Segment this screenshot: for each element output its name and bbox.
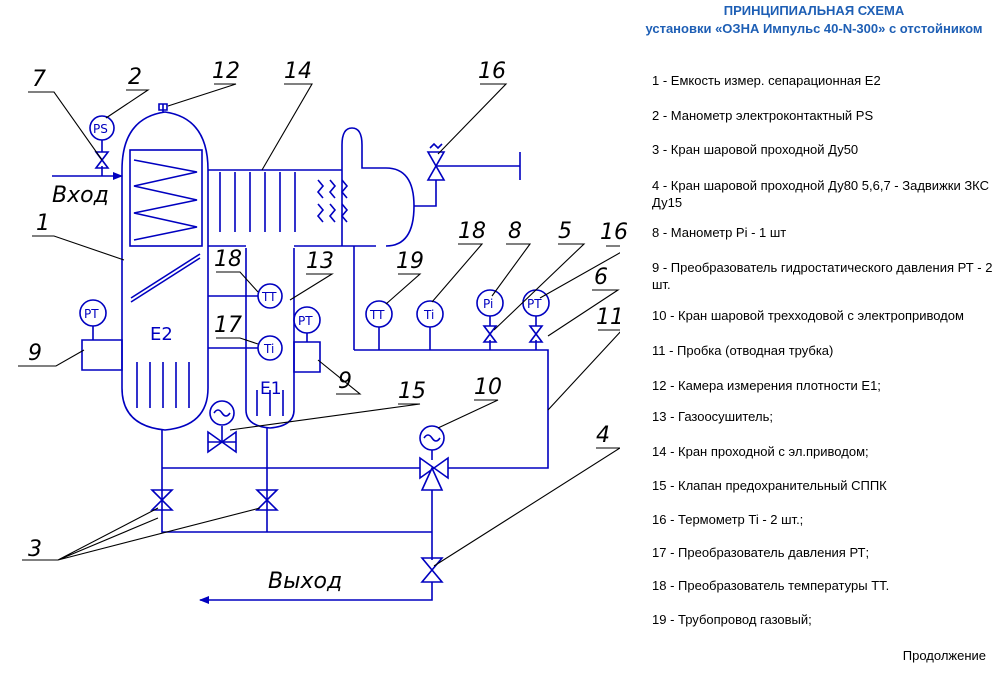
callout-numbers: 7 2 12 14 16 1 18 17 13 9 9 15 10 19 18 … xyxy=(28,59,620,562)
callout-16-upper: 17 xyxy=(214,313,242,338)
legend-item: 4 - Кран шаровой проходной Ду80 5,6,7 - … xyxy=(652,178,989,210)
callout-12: 13 xyxy=(306,249,334,274)
callout-2: 2 xyxy=(128,65,142,90)
callout-11: 12 xyxy=(212,59,240,84)
callout-10: 10 xyxy=(474,375,502,400)
callout-19: 11 xyxy=(596,305,620,330)
legend-item: 19 - Трубопровод газовый; xyxy=(652,612,812,627)
page-title: ПРИНЦИПИАЛЬНАЯ СХЕМА xyxy=(723,3,905,18)
legend-item: 13 - Газоосушитель; xyxy=(652,409,773,424)
callout-13: 14 xyxy=(284,59,312,84)
instruments-vessel: PT TT Ti PT xyxy=(79,283,321,373)
callout-15: 16 xyxy=(478,59,506,84)
pi-label: Pi xyxy=(483,297,493,311)
vessel-e2-label: E2 xyxy=(150,324,173,345)
page-subtitle: установки «ОЗНА Импульс 40-N-300» с отст… xyxy=(645,21,983,36)
callout-18-upper: 18 xyxy=(214,247,242,272)
legend-item: 3 - Кран шаровой проходной Ду50 xyxy=(652,142,859,157)
pt-gas-label: PT xyxy=(527,297,542,311)
inlet-label: Вход xyxy=(52,183,109,208)
outlet-label: Выход xyxy=(268,569,342,594)
pt-right-label: PT xyxy=(298,314,313,328)
callout-7: 7 xyxy=(32,67,46,92)
legend-item: 12 - Камера измерения плотности Е1; xyxy=(652,378,881,393)
legend-item: 14 - Кран проходной с эл.приводом; xyxy=(652,444,869,459)
ti-lower-label: Ti xyxy=(423,308,434,322)
gas-dryer xyxy=(208,127,415,350)
continuation-label: Продолжение xyxy=(902,648,986,663)
separator-vessel-e2: E2 xyxy=(121,111,209,431)
callout-3: 3 xyxy=(28,537,42,562)
gas-line-instruments: TT Ti Pi PT xyxy=(354,289,550,469)
density-chamber-e1: E1 xyxy=(245,248,295,429)
legend-item: 8 - Манометр Pi - 1 шт xyxy=(652,225,787,240)
bottom-piping: Выход xyxy=(150,400,449,604)
legend-item: 18 - Преобразователь температуры ТТ. xyxy=(652,578,890,593)
callout-4: 4 xyxy=(596,423,610,448)
pressure-switch-label: PS xyxy=(93,122,108,136)
vessel-e1-label: E1 xyxy=(260,379,282,399)
callout-1: 1 xyxy=(36,211,50,236)
legend-item: 17 - Преобразователь давления РТ; xyxy=(652,545,870,560)
ti-upper-label: Ti xyxy=(263,342,274,356)
tt-lower-label: TT xyxy=(369,308,385,322)
callout-leaders xyxy=(18,83,620,567)
callout-9-left: 9 xyxy=(28,341,42,366)
callout-16-lower: 18 xyxy=(458,219,486,244)
callout-14: 15 xyxy=(398,379,426,404)
legend-item: 9 - Преобразователь гидростатического да… xyxy=(652,260,993,292)
safety-valve xyxy=(414,142,521,207)
tt-upper-label: TT xyxy=(261,290,277,304)
legend-item: 15 - Клапан предохранительный СППК xyxy=(652,478,887,493)
legend-item: 10 - Кран шаровой трехходовой с электроп… xyxy=(652,308,964,323)
process-scheme: E2 E1 Вход PS PT TT xyxy=(18,59,620,604)
inlet-line: Вход PS xyxy=(52,103,168,208)
callout-9-right: 9 xyxy=(338,369,352,394)
callout-5: 5 xyxy=(558,219,572,244)
pt-left-label: PT xyxy=(84,307,99,321)
legend-item: 1 - Емкость измер. сепарационная Е2 xyxy=(652,73,881,88)
callout-6: 6 xyxy=(594,265,608,290)
callout-17-label: 16 xyxy=(600,220,628,245)
legend-item: 11 - Пробка (отводная трубка) xyxy=(652,343,834,358)
callout-8: 8 xyxy=(508,219,522,244)
legend-item: 16 - Термометр Ti - 2 шт.; xyxy=(652,512,804,527)
legend-item: 2 - Манометр электроконтактный PS xyxy=(652,108,874,123)
callout-18-lower: 19 xyxy=(396,249,424,274)
